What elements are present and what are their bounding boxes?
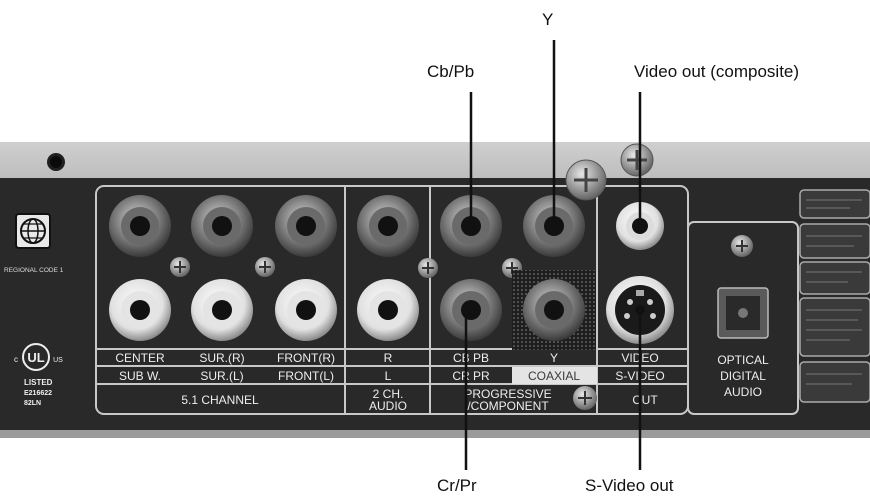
label-sub-w: SUB W. bbox=[119, 369, 161, 383]
ul-listed-label: LISTED bbox=[24, 378, 53, 387]
screw-icon bbox=[731, 235, 753, 257]
label-cb-pb: CB PB bbox=[453, 351, 489, 365]
ul-file-number: E216622 bbox=[24, 390, 52, 397]
svg-text:c: c bbox=[14, 355, 18, 364]
callout-cb-pb: Cb/Pb bbox=[427, 62, 475, 81]
label-2ch-line2: AUDIO bbox=[369, 399, 407, 413]
globe-icon bbox=[15, 213, 51, 249]
optical-port bbox=[717, 287, 769, 339]
screw-icon bbox=[565, 159, 607, 201]
svg-text:UL: UL bbox=[27, 350, 44, 365]
label-5-1-channel: 5.1 CHANNEL bbox=[181, 393, 259, 407]
screw-icon bbox=[418, 258, 438, 278]
regional-code-label: REGIONAL CODE 1 bbox=[4, 267, 64, 274]
ul-logo-icon: UL c US bbox=[14, 343, 63, 371]
label-center: CENTER bbox=[115, 351, 165, 365]
label-2ch-line1: 2 CH. bbox=[373, 387, 404, 401]
callout-y: Y bbox=[542, 10, 554, 29]
rca-jack-center bbox=[109, 195, 171, 257]
label-r: R bbox=[384, 351, 393, 365]
screw-icon bbox=[170, 257, 190, 277]
label-front-r: FRONT(R) bbox=[277, 351, 335, 365]
label-coaxial: COAXIAL bbox=[528, 369, 580, 383]
label-optical-line1: OPTICAL bbox=[717, 353, 769, 367]
label-progressive-line1: PROGRESSIVE bbox=[464, 387, 551, 401]
label-progressive-line2: /COMPONENT bbox=[467, 399, 549, 413]
rca-jack-cr-pr bbox=[440, 279, 502, 341]
label-sur-l: SUR.(L) bbox=[200, 369, 243, 383]
callout-video-out: Video out (composite) bbox=[634, 62, 800, 81]
rca-jack-sur-l bbox=[191, 279, 253, 341]
screw-icon bbox=[255, 257, 275, 277]
label-out: OUT bbox=[632, 393, 658, 407]
svg-text:US: US bbox=[53, 357, 63, 364]
label-front-l: FRONT(L) bbox=[278, 369, 334, 383]
screw-icon bbox=[620, 143, 654, 177]
rca-jack-coaxial bbox=[523, 279, 585, 341]
callout-cr-pr: Cr/Pr bbox=[437, 476, 477, 495]
rca-jack-sub-w bbox=[109, 279, 171, 341]
rca-jack-front-l bbox=[275, 279, 337, 341]
label-y: Y bbox=[550, 351, 558, 365]
screw-icon bbox=[573, 386, 597, 410]
ul-model-number: 82LN bbox=[24, 400, 41, 407]
label-l: L bbox=[385, 369, 392, 383]
label-optical-line2: DIGITAL bbox=[720, 369, 766, 383]
rca-jack-audio-r bbox=[357, 195, 419, 257]
rca-jack-front-r bbox=[275, 195, 337, 257]
label-optical-line3: AUDIO bbox=[724, 385, 762, 399]
label-cr-pr: CR PR bbox=[452, 369, 490, 383]
rca-jack-audio-l bbox=[357, 279, 419, 341]
rca-jack-sur-r bbox=[191, 195, 253, 257]
label-sur-r: SUR.(R) bbox=[199, 351, 244, 365]
callout-s-video-out: S-Video out bbox=[585, 476, 674, 495]
